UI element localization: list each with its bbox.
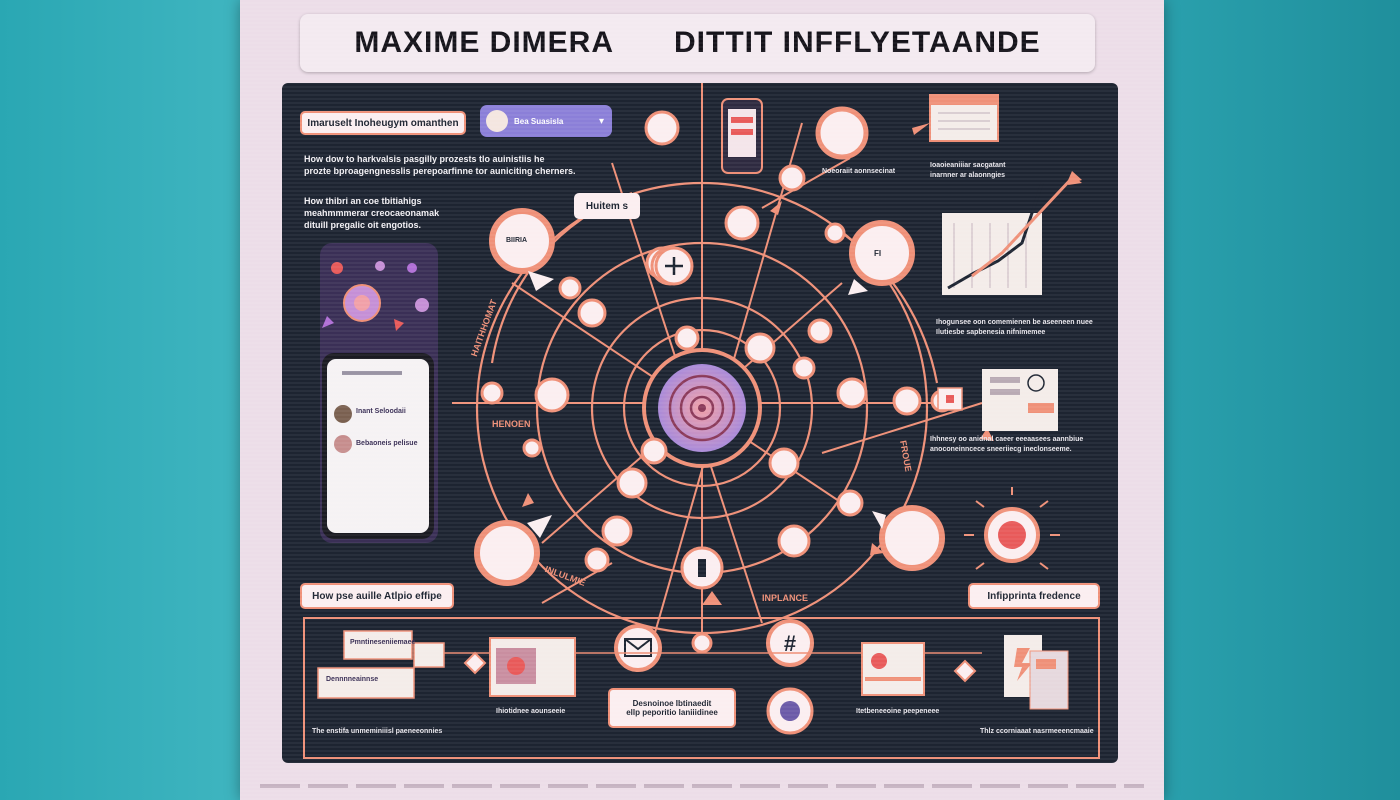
bottom-mid-text-2: Itetbeneeoine peepeneee bbox=[856, 708, 940, 715]
plus-icon bbox=[654, 246, 694, 286]
profile-name: Bea Suasisla bbox=[514, 116, 564, 126]
title-bar: MAXIME DIMERA DITTIT INFFLYETAANDE bbox=[300, 14, 1095, 72]
phone-line-2: Bebaoneis pelisue bbox=[356, 440, 418, 447]
chat-text-2: Dennnneainnse bbox=[326, 676, 379, 683]
small-bubble: Huitem s bbox=[574, 193, 640, 219]
paragraph-2: How thibri an coe tbitiahigs meahmmmerar… bbox=[304, 196, 440, 230]
poster: MAXIME DIMERA DITTIT INFFLYETAANDE bbox=[240, 0, 1164, 800]
megaphone-icon bbox=[680, 546, 724, 590]
hub-spiral-icon bbox=[642, 348, 762, 468]
center-bottom-box: Desnoinoe Ibtinaedit ellp peporitio lani… bbox=[608, 688, 736, 728]
left-bottom-pill: How pse auille Atlpio effipe bbox=[300, 583, 454, 609]
svg-text:#: # bbox=[784, 631, 796, 656]
calendar-icon bbox=[929, 94, 999, 142]
id-card-icon bbox=[937, 369, 1058, 431]
diagram-board: # bbox=[282, 83, 1118, 763]
chat-text-1: Pmntineseniiemaee bbox=[350, 639, 416, 646]
diamonds bbox=[463, 651, 977, 683]
avatar bbox=[486, 110, 508, 132]
bottom-left-text: The enstifa unmeminiiisl paeneeonnies bbox=[312, 728, 443, 735]
bottom-node-dot bbox=[780, 701, 800, 721]
documents-icon bbox=[489, 635, 1069, 710]
ring-label-tr: FI bbox=[874, 249, 882, 258]
mail-icon bbox=[614, 624, 662, 672]
callout-nodes bbox=[474, 106, 1040, 586]
paragraph-1: How dow to harkvalsis pasgilly prozests … bbox=[304, 154, 576, 176]
network-diagram: # bbox=[303, 83, 1100, 759]
right-text-3: Ihhnesy oo anidnal caeer eeeaasees aannb… bbox=[930, 436, 1084, 453]
right-text-2: Ihogunsee oon comemienen be aseeneen nue… bbox=[936, 319, 1093, 336]
top-smartphone-icon bbox=[721, 98, 763, 174]
bottom-right-text: Thlz ccorniaaat nasrmeeencmaaie bbox=[980, 728, 1094, 735]
profile-card[interactable]: Bea Suasisla ▾ bbox=[480, 105, 612, 137]
top-left-pill: Imaruselt Inoheugym omanthen bbox=[300, 111, 466, 135]
ring-label-tl: BIIRIA bbox=[506, 237, 527, 244]
arrows bbox=[522, 123, 1082, 605]
chevron-down-icon: ▾ bbox=[598, 115, 604, 127]
right-bottom-pill: Infipprinta fredence bbox=[968, 583, 1100, 609]
top-mid-text: Noeoraiit aonnsecinat bbox=[822, 168, 896, 175]
line-chart-icon bbox=[942, 171, 1082, 295]
hashtag-icon: # bbox=[766, 619, 814, 667]
footer-rule bbox=[260, 784, 1144, 788]
arc-label-bottom: INPLANCE bbox=[762, 593, 809, 603]
bottom-frame bbox=[303, 617, 1100, 759]
smartphone-icon bbox=[320, 243, 438, 543]
arc-label-left2: HENOEN bbox=[492, 419, 531, 429]
title-right: DITTIT INFFLYETAANDE bbox=[674, 26, 1041, 59]
decorative-icons bbox=[322, 261, 429, 331]
right-text-1: Ioaoieaniiiar sacgatant inarnner ar alao… bbox=[930, 162, 1006, 179]
bottom-mid-text-1: Ihiotidnee aounseeie bbox=[496, 708, 566, 715]
phone-line-1: Inant Seloodaii bbox=[356, 408, 406, 415]
title-left: MAXIME DIMERA bbox=[354, 26, 614, 59]
camera-icon bbox=[964, 487, 1060, 570]
chat-bubbles-icon bbox=[317, 630, 445, 699]
